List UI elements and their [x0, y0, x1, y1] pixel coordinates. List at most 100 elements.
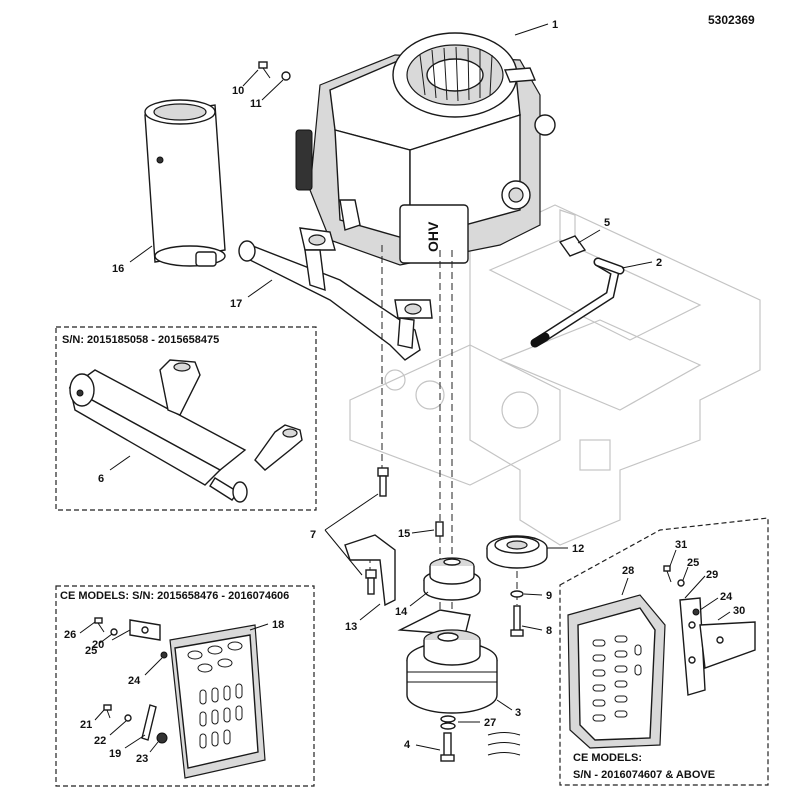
callout-4: 4 — [404, 739, 411, 751]
callout-31: 31 — [675, 539, 687, 551]
box-ce-models-2-title-line2: S/N - 2016074607 & ABOVE — [573, 769, 715, 781]
callout-24: 24 — [128, 675, 141, 687]
drawing-number: 5302369 — [708, 13, 755, 27]
box-ce-models-1 — [55, 585, 315, 787]
bolt-8 — [510, 605, 524, 637]
callout-14: 14 — [395, 606, 408, 618]
callout-11: 11 — [250, 98, 262, 110]
callout-28: 28 — [622, 565, 634, 577]
leader-25 — [99, 633, 113, 644]
leader-7a — [324, 493, 379, 531]
idler-pulley-12 — [486, 535, 548, 569]
leader-11 — [261, 79, 284, 101]
bolt-31 — [663, 565, 672, 583]
callout-10: 10 — [232, 85, 244, 97]
leader-7b — [324, 529, 363, 576]
leader-22 — [109, 720, 127, 736]
box-ce-models-2-title-line1: CE MODELS: — [573, 752, 642, 764]
bolt-10 — [258, 61, 271, 79]
exhaust-pipe-17 — [238, 227, 433, 361]
callout-3: 3 — [515, 707, 521, 719]
bolt-21 — [103, 704, 112, 719]
nut-24b — [692, 608, 700, 616]
engine-fins — [419, 46, 493, 102]
leader-17 — [247, 279, 273, 298]
pulley-14 — [423, 557, 481, 601]
leader-29 — [684, 575, 706, 599]
leader-31 — [669, 549, 677, 567]
leader-20 — [111, 629, 131, 641]
callout-12: 12 — [572, 543, 584, 555]
bracket-13 — [344, 534, 396, 607]
leader-1 — [514, 23, 549, 36]
washers-27 — [440, 715, 456, 730]
leader-15 — [411, 529, 435, 534]
callout-30: 30 — [733, 605, 745, 617]
callout-29: 29 — [706, 569, 718, 581]
bolt-7-upper — [377, 467, 389, 497]
callout-16: 16 — [112, 263, 124, 275]
callout-8: 8 — [546, 625, 552, 637]
hose-2 — [530, 257, 625, 348]
leader-28 — [621, 577, 629, 596]
callout-2: 2 — [656, 257, 662, 269]
leader-21 — [94, 709, 105, 721]
callout-5: 5 — [604, 217, 610, 229]
fitting-5 — [558, 229, 601, 257]
callout-13: 13 — [345, 621, 357, 633]
mower-frame-ghost — [349, 204, 761, 546]
heat-shield-18 — [169, 624, 266, 779]
leader-10 — [242, 69, 259, 87]
leader-16 — [129, 245, 153, 263]
heat-shield-28 — [567, 594, 666, 749]
callout-25b: 25 — [687, 557, 699, 569]
callout-26: 26 — [64, 629, 76, 641]
box-alt-exhaust — [55, 326, 317, 511]
washer-9 — [510, 590, 524, 598]
engine: OHV — [295, 32, 556, 266]
leader-9 — [523, 593, 543, 596]
callout-22: 22 — [94, 735, 106, 747]
bolt-26 — [94, 617, 105, 633]
bracket-20 — [129, 619, 161, 641]
muffler-16 — [144, 99, 226, 267]
leader-30 — [717, 611, 731, 621]
leader-23 — [149, 741, 159, 753]
callout-21: 21 — [80, 719, 92, 731]
washer-22 — [124, 714, 132, 722]
nut-24 — [160, 651, 168, 659]
strap-19 — [141, 704, 157, 741]
callout-24b: 24 — [720, 591, 733, 603]
leader-24 — [144, 657, 163, 676]
washer-11 — [281, 71, 291, 81]
leader-3 — [496, 699, 513, 711]
leader-24b — [699, 597, 719, 611]
box-ce-models-2 — [559, 517, 769, 786]
callout-25: 25 — [85, 645, 97, 657]
leader-14 — [409, 591, 429, 607]
washer-25b — [677, 579, 685, 587]
callout-1: 1 — [552, 19, 558, 31]
engine-ohv-label: OHV — [425, 221, 441, 252]
callout-6: 6 — [98, 473, 104, 485]
callout-15: 15 — [398, 528, 410, 540]
clutch-3 — [397, 609, 498, 714]
callout-7: 7 — [310, 529, 316, 541]
callout-18: 18 — [272, 619, 284, 631]
leader-8 — [521, 625, 543, 631]
washer-25 — [110, 628, 118, 636]
callout-23: 23 — [136, 753, 148, 765]
leader-4 — [415, 744, 441, 751]
leader-2 — [621, 261, 653, 269]
nut-23 — [156, 732, 168, 744]
leader-6 — [109, 455, 131, 471]
callout-9: 9 — [546, 590, 552, 602]
box-ce-models-1-title: CE MODELS: S/N: 2015658476 - 2016074606 — [60, 590, 289, 602]
bolt-4 — [440, 732, 455, 762]
leader-25b — [682, 566, 689, 581]
bracket-30 — [679, 597, 756, 696]
leader-13 — [359, 603, 381, 621]
callout-27: 27 — [484, 717, 496, 729]
leader-18 — [249, 623, 269, 631]
